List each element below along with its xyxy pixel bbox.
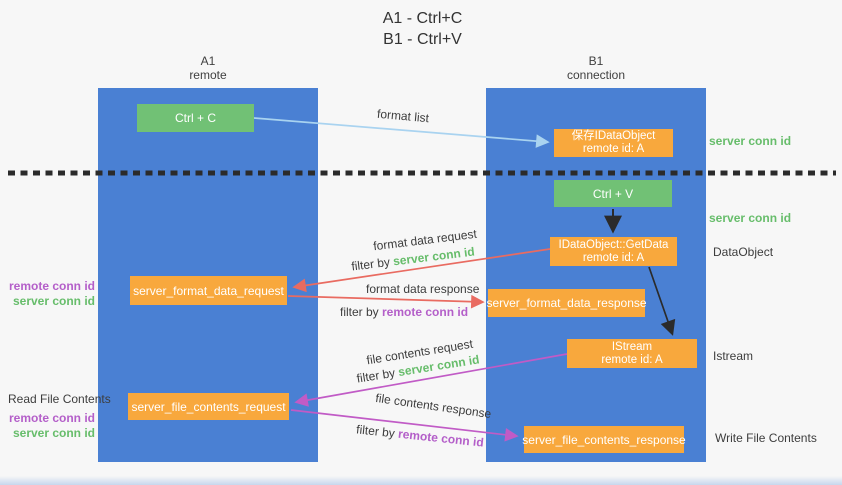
label-file-contents-response: file contents response xyxy=(374,390,493,422)
node-server-format-data-response: server_format_data_response xyxy=(486,289,647,317)
annotation-istream: Istream xyxy=(713,349,754,363)
annotation-write-file-contents: Write File Contents xyxy=(715,431,817,445)
annotation-server-conn-id-top: server conn id xyxy=(709,134,792,148)
node-server-format-data-request-label: server_format_data_request xyxy=(133,283,284,298)
label-filter-by-remote-conn-id-2: filter by remote conn id xyxy=(356,422,485,449)
filter-by-text: filter by xyxy=(355,422,399,441)
filter-by-text: filter by xyxy=(340,305,383,319)
node-server-file-contents-request-label: server_file_contents_request xyxy=(131,399,286,414)
node-save-idataobject-line1: 保存IDataObject xyxy=(571,130,656,142)
label-filter-by-server-conn-id-1: filter by server conn id xyxy=(351,244,476,273)
annotation-conn-ids-file: remote conn id server conn id xyxy=(0,411,95,441)
node-ctrl-v: Ctrl + V xyxy=(554,180,672,207)
lane-b1-name: B1 xyxy=(588,54,604,68)
node-getdata-line2: remote id: A xyxy=(582,251,645,264)
node-save-idataobject-line2: remote id: A xyxy=(582,143,645,155)
node-save-idataobject: 保存IDataObject remote id: A xyxy=(554,129,673,157)
node-ctrl-v-label: Ctrl + V xyxy=(592,186,634,201)
node-server-format-data-request: server_format_data_request xyxy=(130,276,287,305)
node-idataobject-getdata: IDataObject::GetData remote id: A xyxy=(550,237,677,266)
annotation-dataobject: DataObject xyxy=(713,245,774,259)
annotation-conn-ids-format: remote conn id server conn id xyxy=(0,279,95,309)
diagram-title: A1 - Ctrl+C B1 - Ctrl+V xyxy=(330,8,515,50)
remote-conn-id-text: remote conn id xyxy=(382,305,469,319)
lane-a1-name: A1 xyxy=(200,54,216,68)
node-getdata-line1: IDataObject::GetData xyxy=(558,238,669,251)
annotation-read-file-contents: Read File Contents xyxy=(8,392,111,406)
label-filter-by-remote-conn-id-1: filter by remote conn id xyxy=(340,305,468,319)
server-conn-id-label: server conn id xyxy=(12,426,95,440)
node-server-file-contents-request: server_file_contents_request xyxy=(128,393,289,420)
filter-by-text: filter by xyxy=(355,365,400,386)
title-line-2: B1 - Ctrl+V xyxy=(383,31,462,48)
node-ctrl-c: Ctrl + C xyxy=(137,104,254,132)
filter-by-text: filter by xyxy=(350,254,395,274)
node-istream-line2: remote id: A xyxy=(601,353,663,366)
label-format-data-response: format data response xyxy=(366,282,480,296)
label-format-list: format list xyxy=(376,106,430,126)
node-ctrl-c-label: Ctrl + C xyxy=(174,111,216,125)
node-server-format-data-response-label: server_format_data_response xyxy=(486,296,647,310)
remote-conn-id-label: remote conn id xyxy=(8,279,95,293)
node-server-file-contents-response-label: server_file_contents_response xyxy=(522,432,686,447)
lane-b1-subtitle: connection xyxy=(566,68,626,82)
lane-header-b1: B1 connection xyxy=(486,54,706,82)
node-server-file-contents-response: server_file_contents_response xyxy=(522,426,686,453)
bottom-edge-strip xyxy=(0,476,842,485)
node-istream: IStream remote id: A xyxy=(567,339,697,368)
server-conn-id-label: server conn id xyxy=(12,294,95,308)
annotation-server-conn-id-mid: server conn id xyxy=(709,211,792,225)
lane-a1-subtitle: remote xyxy=(189,68,227,82)
remote-conn-id-text: remote conn id xyxy=(397,426,485,450)
node-istream-line1: IStream xyxy=(611,340,653,353)
remote-conn-id-label: remote conn id xyxy=(8,411,95,425)
lane-header-a1: A1 remote xyxy=(98,54,318,82)
title-line-1: A1 - Ctrl+C xyxy=(382,10,463,27)
